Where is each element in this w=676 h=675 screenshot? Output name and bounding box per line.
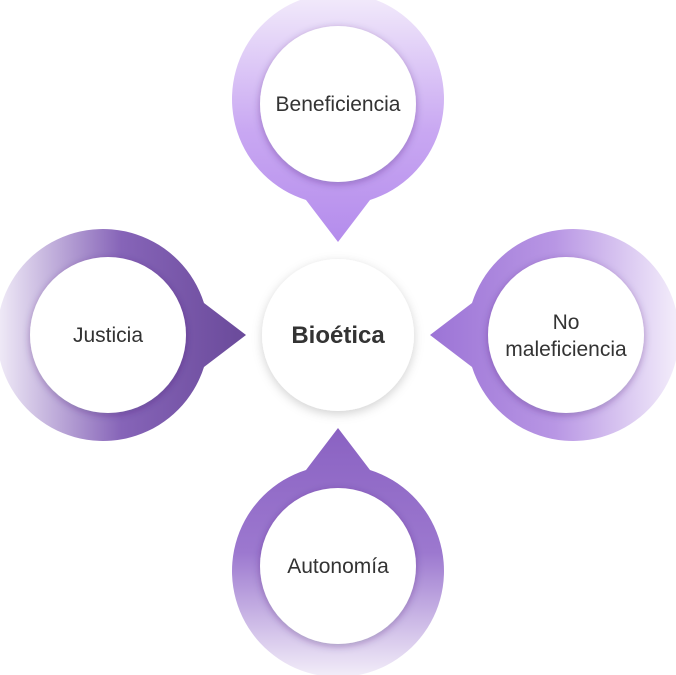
- node-no-maleficiencia: No maleficiencia: [430, 229, 676, 441]
- node-autonomia-label: Autonomía: [287, 555, 389, 578]
- node-no-maleficiencia-label-line1: No: [553, 311, 580, 334]
- node-beneficiencia-disc: [260, 26, 416, 182]
- node-justicia-disc: [30, 257, 186, 413]
- node-beneficiencia: Beneficiencia: [232, 0, 444, 242]
- center-bioetica-label: Bioética: [291, 322, 385, 349]
- node-beneficiencia-label: Beneficiencia: [276, 93, 401, 116]
- center-bioetica: Bioética: [262, 259, 414, 411]
- node-justicia: Justicia: [0, 229, 246, 441]
- node-no-maleficiencia-label-line2: maleficiencia: [505, 338, 627, 361]
- node-autonomia: Autonomía: [232, 428, 444, 675]
- node-autonomia-disc: [260, 488, 416, 644]
- node-justicia-label: Justicia: [73, 324, 143, 347]
- node-no-maleficiencia-disc: [488, 257, 644, 413]
- center-bioetica-disc: [262, 259, 414, 411]
